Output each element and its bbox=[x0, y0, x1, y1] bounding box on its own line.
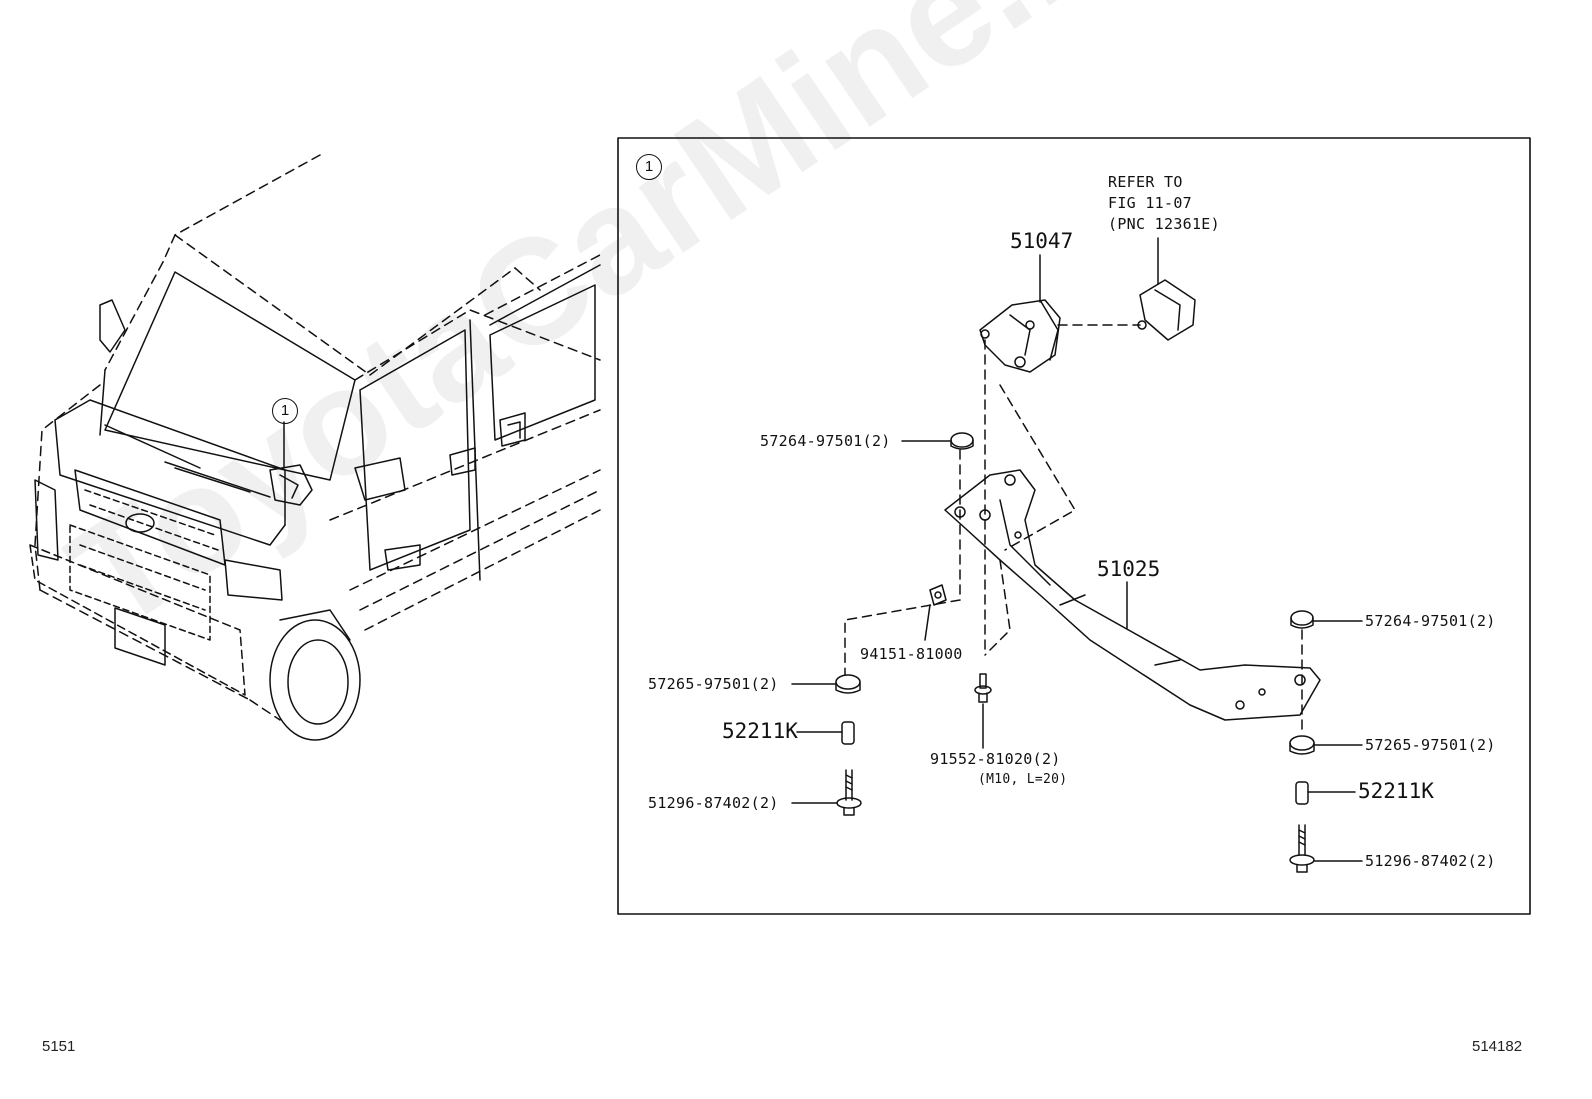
footer-left-code: 5151 bbox=[42, 1038, 76, 1055]
label-cushion-upper-left: 57264-97501(2) bbox=[760, 432, 891, 450]
label-bracket-main: 51025 bbox=[1097, 557, 1161, 581]
label-cushion-lower-right: 57265-97501(2) bbox=[1365, 736, 1496, 754]
label-collar-right: 52211K bbox=[1358, 779, 1434, 803]
callout-marker-detail: 1 bbox=[636, 154, 662, 180]
bracket-upper-drawing bbox=[979, 254, 1061, 373]
refer-note-line3: (PNC 12361E) bbox=[1108, 215, 1220, 233]
refer-note-line2: FIG 11-07 bbox=[1108, 194, 1192, 212]
label-cushion-upper-right: 57264-97501(2) bbox=[1365, 612, 1496, 630]
hardware-drawings bbox=[835, 432, 1315, 873]
detail-frame bbox=[617, 137, 1531, 915]
vehicle-illustration bbox=[29, 154, 601, 741]
callout-marker-vehicle: 1 bbox=[272, 398, 298, 424]
leader-lines bbox=[791, 440, 1363, 862]
referenced-part-drawing bbox=[1057, 237, 1196, 341]
label-cushion-lower-left: 57265-97501(2) bbox=[648, 675, 779, 693]
refer-note-line1: REFER TO bbox=[1108, 173, 1183, 191]
label-bolt-center-spec: (M10, L=20) bbox=[978, 772, 1068, 787]
footer-right-code: 514182 bbox=[1472, 1038, 1523, 1055]
label-nut: 94151-81000 bbox=[860, 645, 963, 663]
label-bolt-left: 51296-87402(2) bbox=[648, 794, 779, 812]
label-collar-left: 52211K bbox=[722, 719, 798, 743]
label-bolt-right: 51296-87402(2) bbox=[1365, 852, 1496, 870]
assembly-guide-lines bbox=[844, 339, 1303, 736]
label-bolt-center: 91552-81020(2) bbox=[930, 750, 1061, 768]
label-bracket-upper: 51047 bbox=[1010, 229, 1074, 253]
bracket-main-drawing bbox=[944, 469, 1321, 721]
